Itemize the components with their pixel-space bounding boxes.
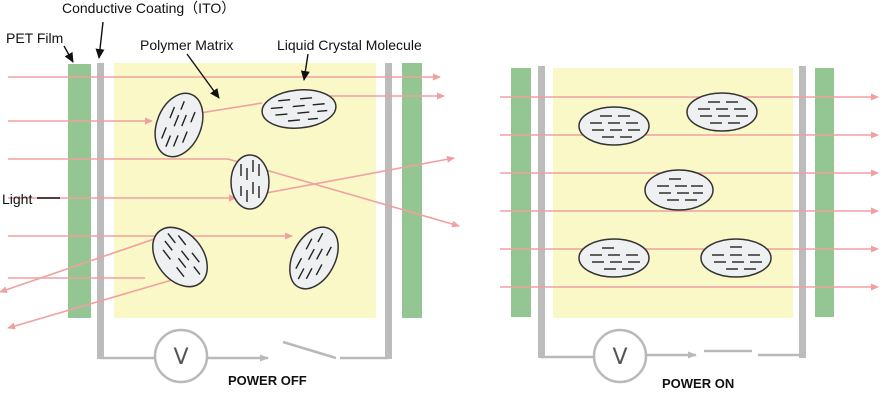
liquid-crystal-label: Liquid Crystal Molecule — [277, 37, 422, 53]
light-ray — [0, 236, 161, 294]
power-off-panel: V — [0, 63, 460, 384]
switch-open-icon — [282, 340, 337, 360]
droplet-icon — [230, 154, 270, 210]
droplet-icon — [154, 92, 204, 158]
svg-text:V: V — [173, 345, 188, 370]
voltmeter-icon: V — [592, 328, 648, 384]
circuit-on — [541, 349, 803, 359]
droplet-icon — [289, 226, 339, 290]
power-on-panel: V — [500, 66, 879, 384]
arrow-icon — [95, 21, 105, 59]
pet-film-right-outer — [511, 68, 531, 317]
voltmeter-icon: V — [153, 328, 209, 384]
light-ray — [199, 102, 263, 114]
electrode-left-outer — [97, 63, 104, 359]
light-ray — [7, 279, 173, 330]
droplet-icon — [152, 226, 208, 288]
conductive-coating-label: Conductive Coating（ITO） — [62, 0, 235, 16]
light-rays-off — [0, 73, 460, 330]
pet-film-left-inner — [402, 63, 422, 318]
droplet-icon — [644, 169, 714, 211]
droplet-icon — [578, 238, 650, 278]
droplet-icon — [686, 92, 758, 132]
power-on-label: POWER ON — [662, 376, 734, 391]
power-off-label: POWER OFF — [228, 373, 307, 388]
light-label: Light — [2, 191, 32, 207]
droplet-icon — [700, 238, 772, 278]
droplet-icon — [578, 106, 650, 146]
electrode-right-inner — [799, 66, 806, 358]
pet-film-right-inner — [815, 68, 834, 317]
arrow-icon — [300, 53, 310, 81]
pet-film-left-outer — [68, 64, 91, 318]
pet-film-label: PET Film — [6, 30, 63, 46]
arrow-icon — [186, 53, 220, 99]
circuit-off — [100, 340, 388, 362]
droplet-icon — [261, 89, 337, 129]
light-ray — [265, 155, 455, 194]
arrow-icon — [63, 45, 74, 63]
electrode-left-inner — [385, 63, 392, 359]
electrode-right-outer — [538, 66, 545, 358]
svg-text:V: V — [612, 345, 627, 370]
polymer-matrix-label: Polymer Matrix — [140, 37, 233, 53]
annotations — [37, 21, 310, 199]
